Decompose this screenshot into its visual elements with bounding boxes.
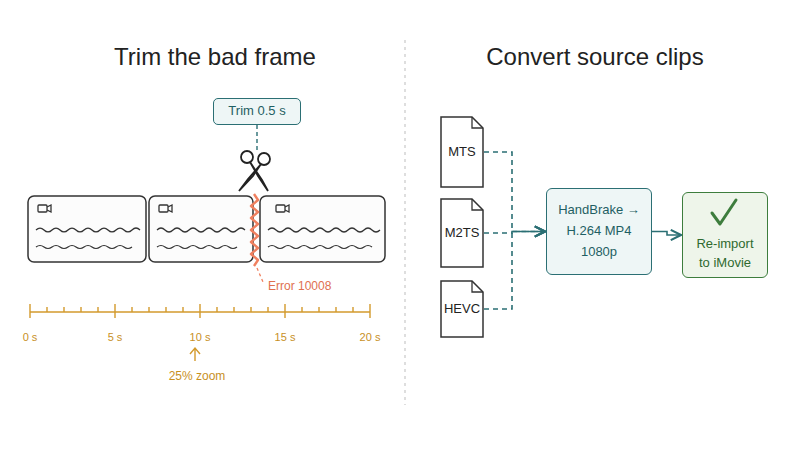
scissors-handle	[241, 151, 253, 163]
clip-box	[28, 196, 146, 262]
process-box: HandBrake → H.264 MP4 1080p	[546, 188, 652, 275]
waveform	[157, 246, 237, 249]
file-shape	[441, 281, 483, 337]
camera-icon	[159, 205, 168, 212]
clip-box	[260, 196, 385, 262]
file-icon: MTS	[440, 116, 484, 188]
section-title: Trim the bad frame	[114, 43, 316, 71]
video-clips	[28, 196, 385, 262]
clip-box	[149, 196, 253, 262]
file-icon: M2TS	[440, 198, 484, 268]
waveform	[268, 246, 372, 249]
zoom-label: 25% zoom	[169, 369, 226, 383]
camera-icon	[38, 205, 47, 212]
callout-leader	[256, 125, 257, 150]
file-shape	[441, 199, 483, 267]
tick-label: 10 s	[190, 331, 211, 343]
waveform	[36, 228, 140, 232]
tick-label: 15 s	[275, 331, 296, 343]
timeline-ruler	[30, 304, 370, 361]
check-mark	[712, 200, 736, 224]
error-cut	[251, 194, 258, 266]
tick-label: 5 s	[108, 331, 123, 343]
file-fold	[472, 199, 483, 210]
node-label: M2TS	[445, 223, 480, 244]
node-label: Re-import to iMovie	[692, 235, 758, 273]
tick-label: 0 s	[23, 331, 38, 343]
camera-icon	[47, 205, 51, 212]
section-divider	[404, 40, 405, 405]
result-box: Re-import to iMovie	[682, 192, 768, 278]
callout-box: Trim 0.5 s	[213, 98, 301, 125]
file-fold	[472, 281, 483, 292]
node-label: HEVC	[444, 299, 480, 320]
camera-icon	[285, 205, 289, 212]
flow-connector	[652, 232, 681, 236]
minor-ticks	[47, 307, 353, 312]
file-shape	[441, 117, 483, 187]
camera-icon	[168, 205, 172, 212]
file-fold	[472, 117, 483, 128]
node-label: HandBrake → H.264 MP4 1080p	[553, 200, 645, 262]
merge-connector	[484, 232, 545, 310]
waveform	[36, 246, 132, 249]
merge-connector	[484, 152, 545, 232]
error-label: Error 10008	[268, 279, 331, 293]
node-label: Trim 0.5 s	[228, 101, 285, 122]
scissors-symbol	[239, 151, 270, 191]
major-ticks	[30, 304, 370, 318]
merge-connector	[484, 232, 545, 234]
tick-label: 20 s	[360, 331, 381, 343]
scissors-blade	[239, 164, 261, 191]
camera-icon	[276, 205, 285, 212]
section-title: Convert source clips	[486, 43, 703, 71]
waveform	[268, 228, 380, 232]
waveform	[157, 228, 245, 232]
waveforms	[36, 228, 380, 249]
scissors-handle	[258, 153, 270, 165]
zoom-pointer	[190, 348, 200, 361]
error-leader	[257, 268, 263, 282]
file-icon: HEVC	[440, 280, 484, 338]
node-label: MTS	[448, 142, 475, 163]
